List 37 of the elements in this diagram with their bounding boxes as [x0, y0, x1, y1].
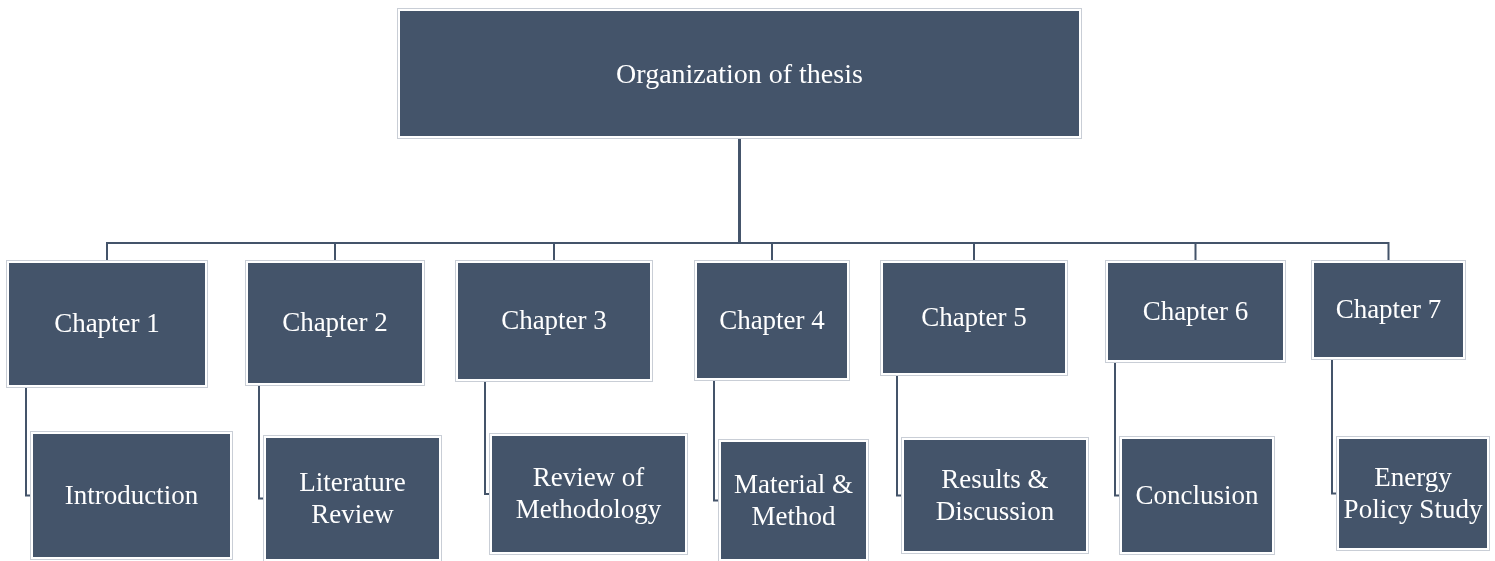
box-label: Introduction [64, 479, 199, 512]
box-label: Review of Methodology [514, 462, 663, 526]
connector-line [25, 386, 32, 497]
box-label: Chapter 2 [282, 307, 388, 339]
chapter-box [1106, 261, 1285, 362]
box-label: Literature Review [298, 466, 407, 531]
connector-line [1331, 358, 1338, 495]
box-label: Chapter 7 [1335, 294, 1442, 326]
chapter-box [31, 432, 232, 559]
chapter-box [246, 261, 424, 385]
connector-line [713, 379, 720, 502]
connector-line [1114, 361, 1121, 497]
box-label: Chapter 3 [501, 305, 607, 337]
chapter-box [902, 438, 1088, 553]
chapter-box [1120, 437, 1274, 554]
chapter-box [1337, 437, 1489, 550]
box-label: Results & Discussion [934, 463, 1056, 528]
box-label: Chapter 5 [921, 302, 1027, 334]
box-label: Energy Policy Study [1343, 461, 1483, 526]
chapter-box [456, 261, 652, 381]
chapter-box [7, 261, 207, 387]
chapter-box [719, 440, 868, 561]
connector-line [258, 384, 265, 500]
box-label: Material & Method [732, 468, 855, 533]
box-label: Organization of thesis [616, 57, 863, 90]
chapter-box [490, 434, 687, 554]
box-label: Chapter 6 [1142, 295, 1249, 328]
chapter-box [264, 436, 441, 561]
chapter-box [881, 261, 1067, 375]
box-label: Conclusion [1135, 479, 1259, 512]
title-box [398, 9, 1081, 138]
connector-line [484, 380, 491, 495]
connector-line [896, 374, 903, 497]
box-label: Chapter 4 [719, 304, 825, 337]
chapter-box [1312, 261, 1465, 359]
chapter-box [695, 261, 849, 380]
box-label: Chapter 1 [54, 308, 160, 340]
